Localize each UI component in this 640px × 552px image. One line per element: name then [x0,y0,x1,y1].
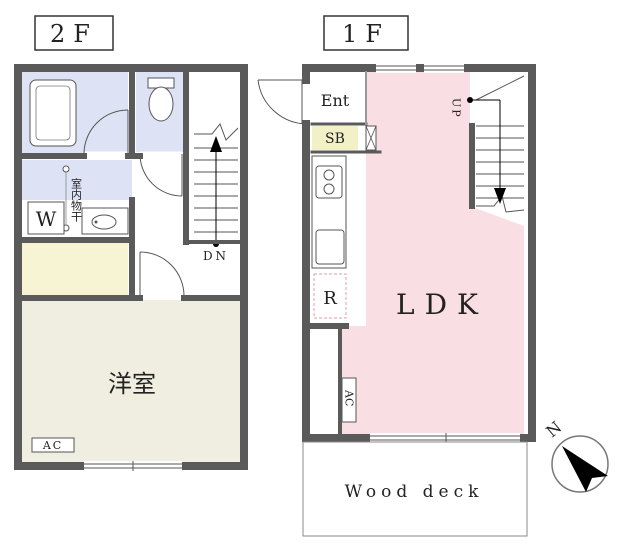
floor-2f-title-box [34,15,114,51]
western-room [22,300,240,462]
ac-2f-label: AC [42,439,63,452]
stairs-1f [467,75,525,213]
kitchen-counter [311,155,347,269]
entrance-door [257,79,311,125]
compass: N [542,418,609,493]
window-1f-bottom [370,433,520,443]
floor-1f-title: 1F [342,20,390,48]
floor-1f: 1F Ent SB R AC [257,15,536,537]
toilet-fixture [147,77,175,122]
western-room-label: 洋室 [108,370,156,398]
walls-1f [302,64,536,442]
ldk-label: LDK [396,288,488,321]
wash-basin [81,207,129,235]
refrigerator-label: R [323,288,337,309]
drying-area [22,160,132,200]
wood-deck-label: Wood deck [345,482,484,502]
stairs-2f [194,123,239,247]
washer-box [27,201,65,235]
windows-1f-top [376,63,464,73]
shoe-box [312,126,358,150]
refrigerator-space [313,273,347,319]
ldk-area [342,72,524,434]
wood-deck [302,441,528,537]
north-arrow-icon [562,446,608,492]
closet [22,243,128,295]
ac-2f-box [31,437,75,453]
storage-1f [312,330,340,430]
compass-label: N [542,418,565,442]
floor-2f: 2F 室内物干 W [14,15,248,471]
window-2f [84,461,182,471]
stove [315,165,343,199]
doors-2f [83,109,185,299]
drying-label: 室内物干 [70,177,83,223]
entrance-label: Ent [321,91,350,110]
stairs-1f-label: UP [450,98,463,119]
shoe-box-label: SB [325,131,345,147]
washer-label: W [36,207,57,231]
ac-1f-label: AC [343,389,356,406]
floor-1f-title-box [323,15,409,51]
walls-2f [14,64,248,470]
drying-pole [62,165,70,232]
bathtub [29,79,77,147]
kitchen-sink [315,229,345,265]
stairs-2f-label: DN [203,249,229,263]
entrance [312,72,366,124]
floor-2f-title: 2F [50,20,98,48]
